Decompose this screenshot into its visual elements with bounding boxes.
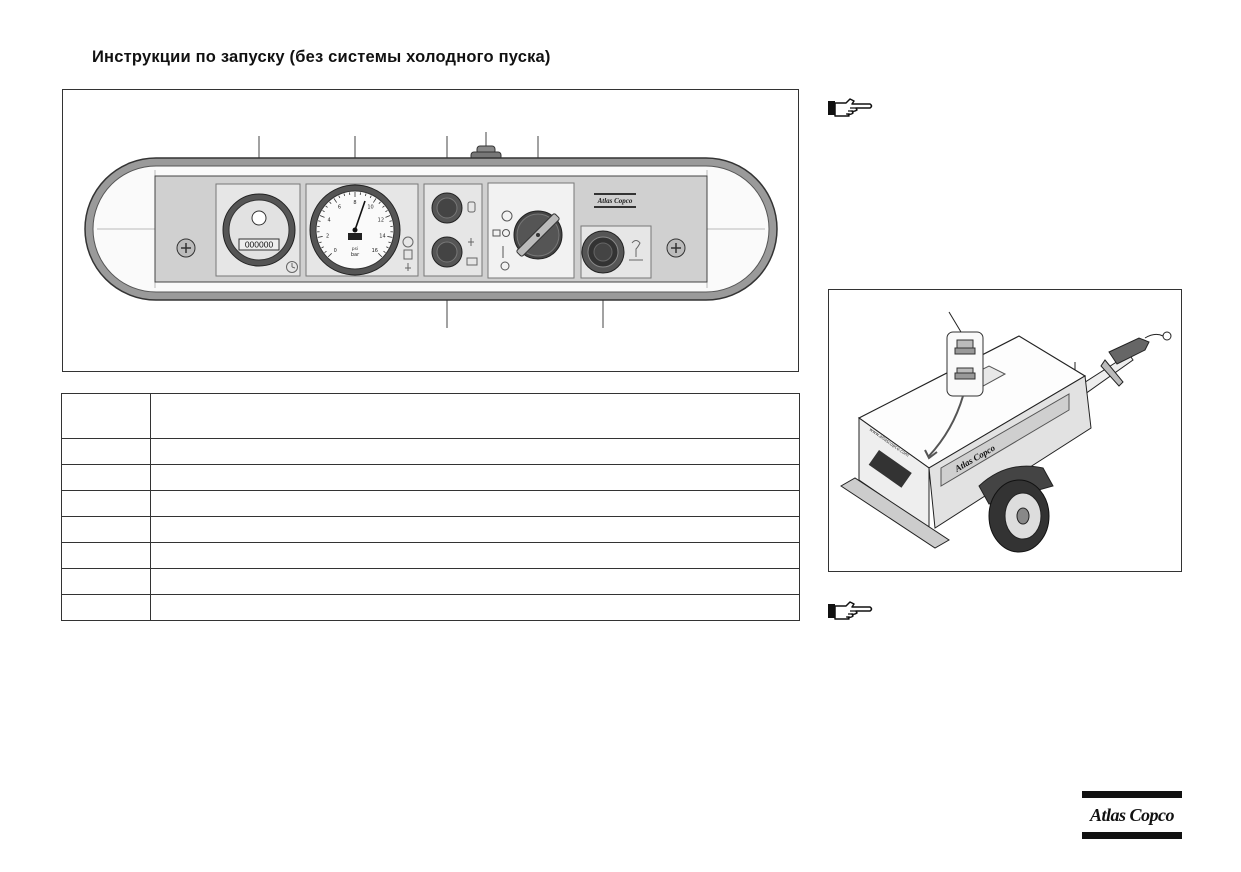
gauge-scale-label: 12 [378,217,384,223]
compressor-wheel [988,479,1050,553]
gauge-tick [378,201,381,204]
control-panel-figure: 000000 0 2 4 6 8 10 12 14 16 psi bar [62,89,799,372]
gauge-scale-label: 2 [326,233,329,239]
clock-icon [286,261,298,273]
row-number-cell [61,542,151,569]
gauge-scale-label: 0 [334,248,337,254]
compressor-callout [924,311,984,460]
gauge-tick [319,241,322,244]
row-number-cell [61,568,151,595]
gauge-tick [373,198,377,203]
gauge-tick [382,205,385,208]
gauge-tick [324,250,327,253]
table-header-row [61,393,800,439]
gauge-side-icons [402,236,414,271]
logo-bar-bottom [1082,832,1182,839]
gauge-tick [319,215,325,218]
table-row [61,542,800,569]
gauge-scale-label: 4 [328,217,331,223]
gauge-tick [383,250,386,253]
panel-screw-left [176,238,196,258]
gauge-tick [321,246,324,249]
indicator-lamp-temperature [431,192,463,224]
row-text-cell [150,516,800,543]
gauge-tick [325,205,328,208]
gauge-subunit-label: psi [352,246,358,252]
row-text-cell [150,464,800,491]
gauge-tick [385,210,388,213]
emergency-stop-button[interactable] [581,230,625,274]
row-text-cell [150,542,800,569]
gauge-tick [364,193,367,197]
row-text-cell [150,594,800,621]
gauge-scale-label: 16 [372,248,378,254]
indicator-symbols [466,201,478,266]
row-text-cell [150,568,800,595]
compressor-illustration: Atlas Copco www.atlascopco.com [828,289,1182,572]
row-number-cell [61,438,151,465]
gauge-tick [333,198,337,203]
gauge-tick [369,195,372,199]
row-number-cell [61,516,151,543]
table-row [61,594,800,621]
pointing-hand-icon [828,601,873,620]
panel-screw-right [666,238,686,258]
table-row [61,464,800,491]
table-row [61,490,800,517]
row-text-cell [150,438,800,465]
table-row [61,568,800,595]
indicator-lamp-fault [431,236,463,268]
page-title: Инструкции по запуску (без системы холод… [92,48,551,66]
gauge-tick [322,210,325,213]
gauge-scale-label: 14 [379,233,385,239]
compressor-grill [868,450,912,488]
pressure-gauge: 0 2 4 6 8 10 12 14 16 psi bar [309,184,401,276]
gauge-scale-label: 10 [367,205,373,211]
hour-counter-value: 000000 [245,240,274,250]
gauge-scale-label: 8 [353,200,356,206]
gauge-tick [386,246,389,249]
row-text-cell [150,490,800,517]
steps-table [61,393,800,621]
gauge-tick [389,220,392,222]
gauge-unit-label: bar [351,252,360,258]
compressor-towbar [1074,331,1172,395]
atlas-copco-logo: Atlas Copco [1082,791,1182,839]
header-text-cell [150,393,800,439]
gauge-tick [318,220,321,222]
hour-meter-gauge: 000000 [222,193,296,267]
compressor-side-stripe [940,393,1070,487]
panel-brand-text: Atlas Copco [597,197,633,205]
emergency-stop-symbol [629,240,643,261]
gauge-tick [317,236,323,238]
row-number-cell [61,464,151,491]
gauge-tick [343,193,346,197]
gauge-tick [327,253,332,258]
gauge-tick [388,241,391,244]
start-switch-knob[interactable] [513,210,563,260]
logo-wordmark: Atlas Copco [1089,805,1175,825]
compressor-base [840,477,950,549]
gauge-tick [329,201,332,204]
gauge-tick [385,215,391,218]
table-row [61,516,800,543]
header-number-cell [61,393,151,439]
gauge-tick [338,195,341,199]
start-switch-symbols [492,210,513,271]
gauge-tick [378,253,383,258]
row-number-cell [61,490,151,517]
table-row [61,438,800,465]
row-number-cell [61,594,151,621]
pointing-hand-icon [828,98,873,117]
gauge-tick [387,236,393,238]
logo-bar-top [1082,791,1182,798]
gauge-scale-label: 6 [338,205,341,211]
